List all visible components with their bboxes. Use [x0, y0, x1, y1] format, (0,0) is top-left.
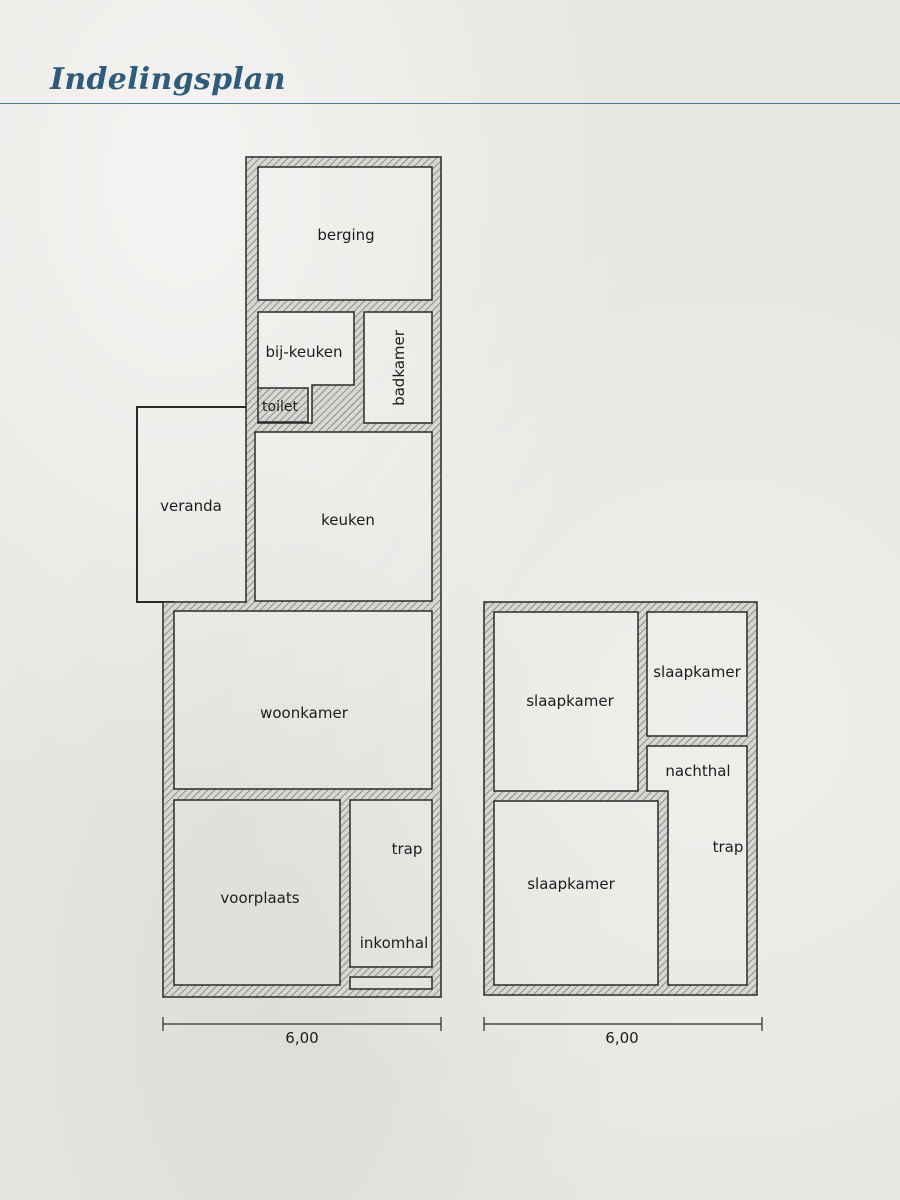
room-label-inkomhal: inkomhal [360, 934, 428, 952]
ground-floor-dimension: 6,00 [162, 1017, 442, 1047]
room-label-bijkeuken: bij-keuken [265, 343, 342, 361]
room-label-trap-first: trap [713, 838, 744, 856]
room-label-slaapkamer-1: slaapkamer [526, 692, 614, 710]
ground-floor-dimension-label: 6,00 [285, 1029, 318, 1047]
room-label-nachthal: nachthal [665, 762, 730, 780]
ground-floor-plan: berging bij-keuken badkamer toilet veran… [136, 156, 442, 1047]
room-label-woonkamer: woonkamer [260, 704, 349, 722]
room-label-toilet: toilet [262, 399, 298, 415]
first-floor-dimension: 6,00 [483, 1017, 763, 1047]
veranda-outline [136, 406, 246, 603]
page-title: Indelingsplan [50, 62, 286, 97]
room-label-voorplaats: voorplaats [220, 889, 299, 907]
room-label-berging: berging [317, 226, 374, 244]
room-label-trap: trap [392, 840, 423, 858]
first-floor-dimension-label: 6,00 [605, 1029, 638, 1047]
ground-floor-walls [162, 156, 442, 998]
first-floor-walls [483, 601, 758, 996]
title-rule [0, 103, 900, 104]
room-label-badkamer: badkamer [390, 329, 408, 406]
room-label-slaapkamer-3: slaapkamer [527, 875, 615, 893]
room-label-slaapkamer-2: slaapkamer [653, 663, 741, 681]
first-floor-plan: slaapkamer slaapkamer slaapkamer nachtha… [483, 601, 763, 1047]
room-label-keuken: keuken [321, 511, 375, 529]
room-label-veranda: veranda [160, 497, 222, 515]
